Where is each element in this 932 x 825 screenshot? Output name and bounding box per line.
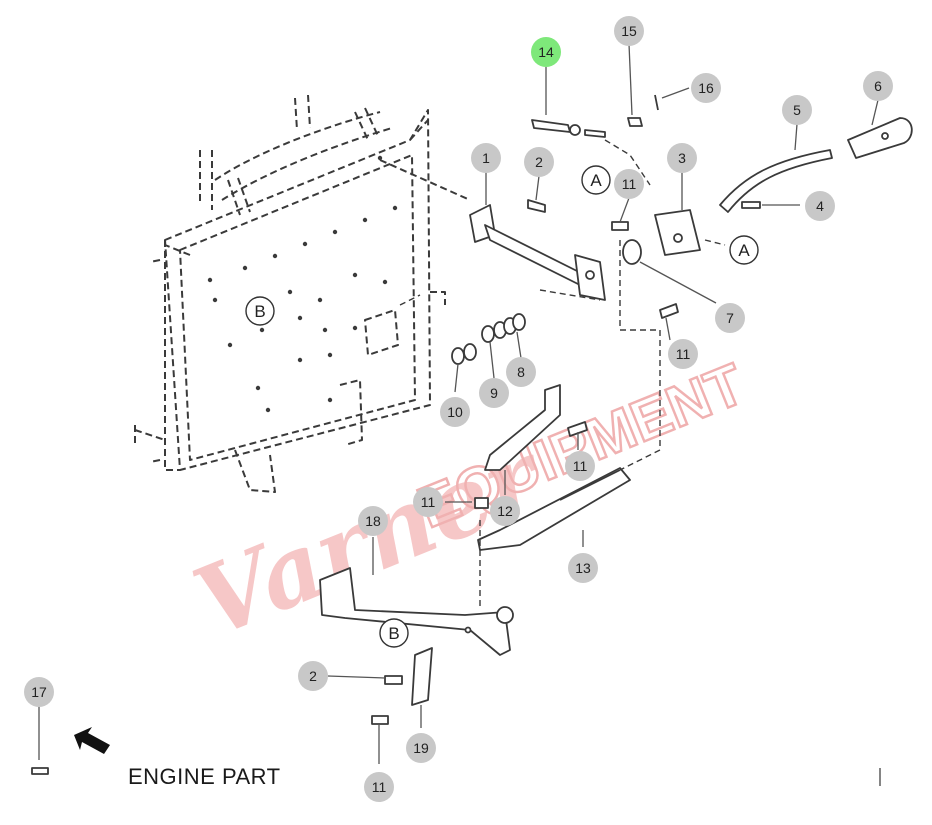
callout-number: 18: [365, 513, 381, 529]
callout-bubble: [715, 303, 745, 333]
callout-bubble: [406, 733, 436, 763]
assembly-lines: [399, 139, 726, 610]
callout-bubble: [298, 661, 328, 691]
callout-5: 5: [782, 95, 812, 125]
callout-number: 5: [793, 102, 801, 118]
reference-B1: B: [245, 296, 275, 326]
callout-number: 7: [726, 310, 734, 326]
callout-bubble: [667, 143, 697, 173]
callout-number: 19: [413, 740, 429, 756]
callout-bubble: [440, 397, 470, 427]
callout-number: 14: [538, 44, 554, 60]
callout-number: 2: [535, 154, 543, 170]
callout-number: 11: [421, 494, 436, 510]
callout-6: 6: [863, 71, 893, 101]
callout-11a: 11: [614, 169, 644, 199]
callout-2a: 2: [524, 147, 554, 177]
callout-2b: 2: [298, 661, 328, 691]
callout-12: 12: [490, 496, 520, 526]
reference-circle: [379, 618, 409, 648]
callout-16: 16: [691, 73, 721, 103]
radiator-frame: [134, 94, 471, 493]
callout-11d: 11: [413, 487, 443, 517]
callout-number: 4: [816, 198, 824, 214]
callout-number: 2: [309, 668, 317, 684]
callout-bubble: [668, 339, 698, 369]
callout-number: 11: [372, 779, 387, 795]
callout-14: 14: [531, 37, 561, 67]
callout-bubble: [471, 143, 501, 173]
callout-18: 18: [358, 506, 388, 536]
reference-letter: B: [254, 302, 265, 321]
callout-bubble: [805, 191, 835, 221]
callout-bubble: [614, 169, 644, 199]
callout-number: 6: [874, 78, 882, 94]
callout-bubble: [524, 147, 554, 177]
callout-number: 12: [497, 503, 513, 519]
callout-11b: 11: [668, 339, 698, 369]
callout-10: 10: [440, 397, 470, 427]
callout-bubble: [506, 357, 536, 387]
reference-A2: A: [729, 235, 759, 265]
callout-number: 3: [678, 150, 686, 166]
callout-bubble: [565, 451, 595, 481]
callout-bubble: [479, 378, 509, 408]
callout-number: 11: [622, 176, 637, 192]
callout-number: 10: [447, 404, 463, 420]
callout-bubble: [490, 496, 520, 526]
callout-15: 15: [614, 16, 644, 46]
callout-11f: 11: [364, 772, 394, 802]
callout-number: 1: [482, 150, 490, 166]
callout-8: 8: [506, 357, 536, 387]
callout-bubble: [364, 772, 394, 802]
callout-bubble: [568, 553, 598, 583]
callout-number: 17: [31, 684, 47, 700]
reference-circle: [245, 296, 275, 326]
callout-number: 8: [517, 364, 525, 380]
callout-9: 9: [479, 378, 509, 408]
reference-circle: [581, 165, 611, 195]
callout-number: 13: [575, 560, 591, 576]
reference-letter: B: [388, 624, 399, 643]
callout-4: 4: [805, 191, 835, 221]
reference-markers: A A B B: [245, 165, 759, 648]
leader-lines: [38, 43, 879, 764]
callout-number: 11: [573, 458, 588, 474]
callout-bubble: [358, 506, 388, 536]
callout-bubble: [24, 677, 54, 707]
callout-bubble: [691, 73, 721, 103]
callout-bubble: [531, 37, 561, 67]
callout-number: 16: [698, 80, 714, 96]
reference-circle: [729, 235, 759, 265]
callout-number: 15: [621, 23, 637, 39]
callout-7: 7: [715, 303, 745, 333]
diagram-caption: ENGINE PART: [128, 764, 281, 789]
callout-number: 11: [676, 346, 691, 362]
mechanism-parts: [31, 94, 913, 775]
reference-A1: A: [581, 165, 611, 195]
reference-B2: B: [379, 618, 409, 648]
callout-bubble: [782, 95, 812, 125]
callout-bubble: [614, 16, 644, 46]
direction-arrow-icon: [74, 727, 110, 754]
radiator-holes: [207, 155, 398, 413]
callout-11c: 11: [565, 451, 595, 481]
callout-bubble: [863, 71, 893, 101]
callout-3: 3: [667, 143, 697, 173]
callout-bubble: [413, 487, 443, 517]
reference-letter: A: [738, 241, 750, 260]
reference-letter: A: [590, 171, 602, 190]
callout-1: 1: [471, 143, 501, 173]
callout-13: 13: [568, 553, 598, 583]
callout-17: 17: [24, 677, 54, 707]
watermark: Varner EQUIPMENT: [179, 350, 754, 660]
callout-number: 9: [490, 385, 498, 401]
callout-19: 19: [406, 733, 436, 763]
